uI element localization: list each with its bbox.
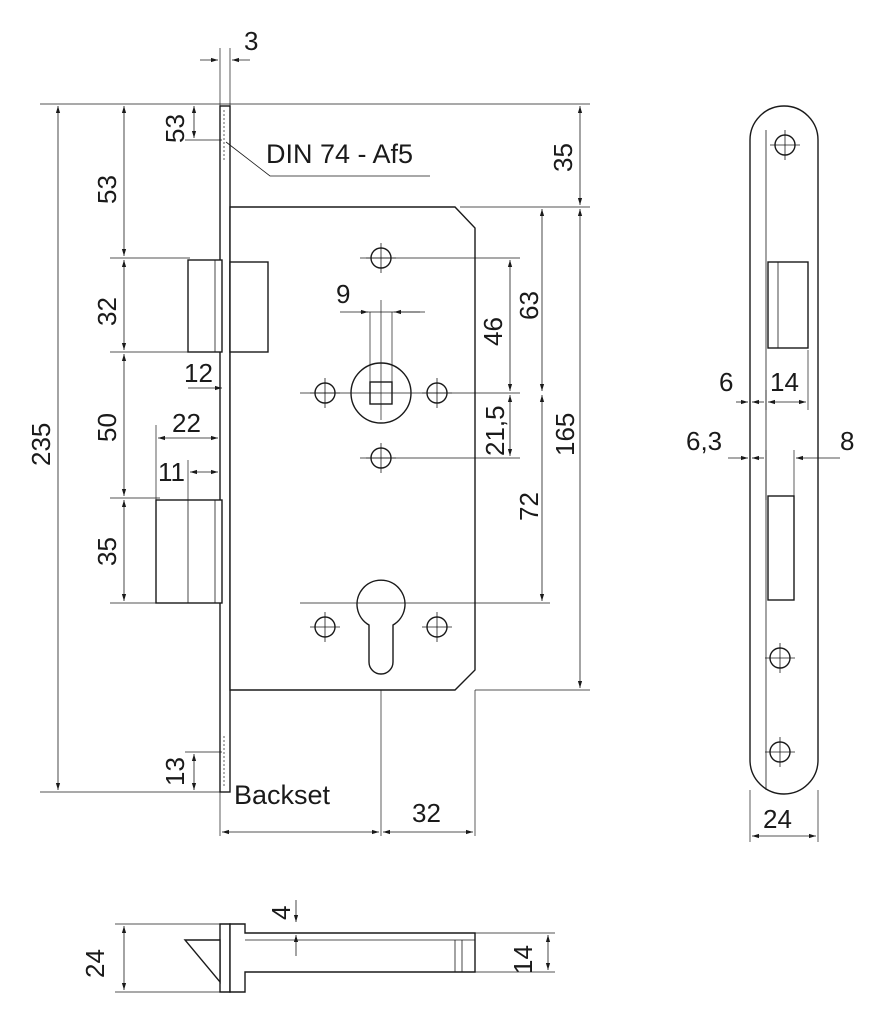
dim-strike-6: 6 — [719, 367, 733, 397]
dim-bolt-height: 35 — [92, 537, 122, 566]
dim-spindle-screw-spacing: 46 — [478, 317, 508, 346]
dim-bolt-throw: 22 — [172, 408, 201, 438]
labels: DIN 74 - Af5 Backset 3 53 53 32 12 50 22… — [26, 26, 854, 978]
dim-strike-14: 14 — [770, 367, 799, 397]
dim-strike-6-3: 6,3 — [686, 426, 722, 456]
strike-plate-outline — [749, 105, 819, 795]
dim-top-screw-offset: 53 — [160, 114, 190, 143]
dim-latch-projection: 12 — [184, 358, 213, 388]
dimension-lines — [55, 57, 583, 835]
cylinder-screw-holes — [310, 612, 452, 642]
latch-bolt — [187, 259, 223, 353]
dim-case-height: 165 — [550, 413, 580, 456]
extension-lines — [40, 48, 590, 836]
dim-side-4: 4 — [266, 906, 296, 920]
latch-opening — [767, 261, 809, 349]
dim-spindle-square: 9 — [336, 279, 350, 309]
dim-forend-thickness: 3 — [244, 26, 258, 56]
dim-case-top-to-spindle: 63 — [514, 291, 544, 320]
dim-top-to-case: 35 — [548, 143, 578, 172]
backset-label: Backset — [234, 780, 331, 810]
dim-latch-to-bolt: 50 — [92, 413, 122, 442]
dead-bolt — [155, 499, 223, 604]
side-forend — [219, 923, 231, 993]
latch-tail — [229, 261, 269, 353]
strike-screw-middle — [765, 643, 795, 673]
dim-strike-width: 24 — [763, 804, 792, 834]
dim-bolt-width: 11 — [158, 457, 185, 487]
dim-bottom-screw-offset: 13 — [160, 757, 190, 786]
dim-spindle-to-cylinder: 72 — [514, 492, 544, 521]
side-latch — [183, 939, 221, 984]
strike-screw-top — [770, 130, 800, 160]
strike-screw-bottom — [765, 737, 795, 767]
strike-plate — [728, 105, 840, 842]
dim-backset-value: 32 — [412, 798, 441, 828]
spec-label: DIN 74 - Af5 — [266, 139, 413, 169]
dim-side-depth: 24 — [80, 949, 110, 978]
dim-latch-height: 32 — [92, 297, 122, 326]
lock-body-front — [155, 105, 550, 836]
lock-case — [229, 206, 476, 691]
dim-overall-height: 235 — [26, 423, 56, 466]
dim-top-to-latch: 53 — [92, 175, 122, 204]
dim-strike-8: 8 — [840, 426, 854, 456]
forend-plate — [219, 105, 231, 793]
dim-spindle-to-lower-screw: 21,5 — [480, 405, 510, 456]
bolt-opening — [767, 495, 795, 601]
dim-side-14: 14 — [508, 945, 538, 974]
lock-side-view — [115, 900, 555, 993]
